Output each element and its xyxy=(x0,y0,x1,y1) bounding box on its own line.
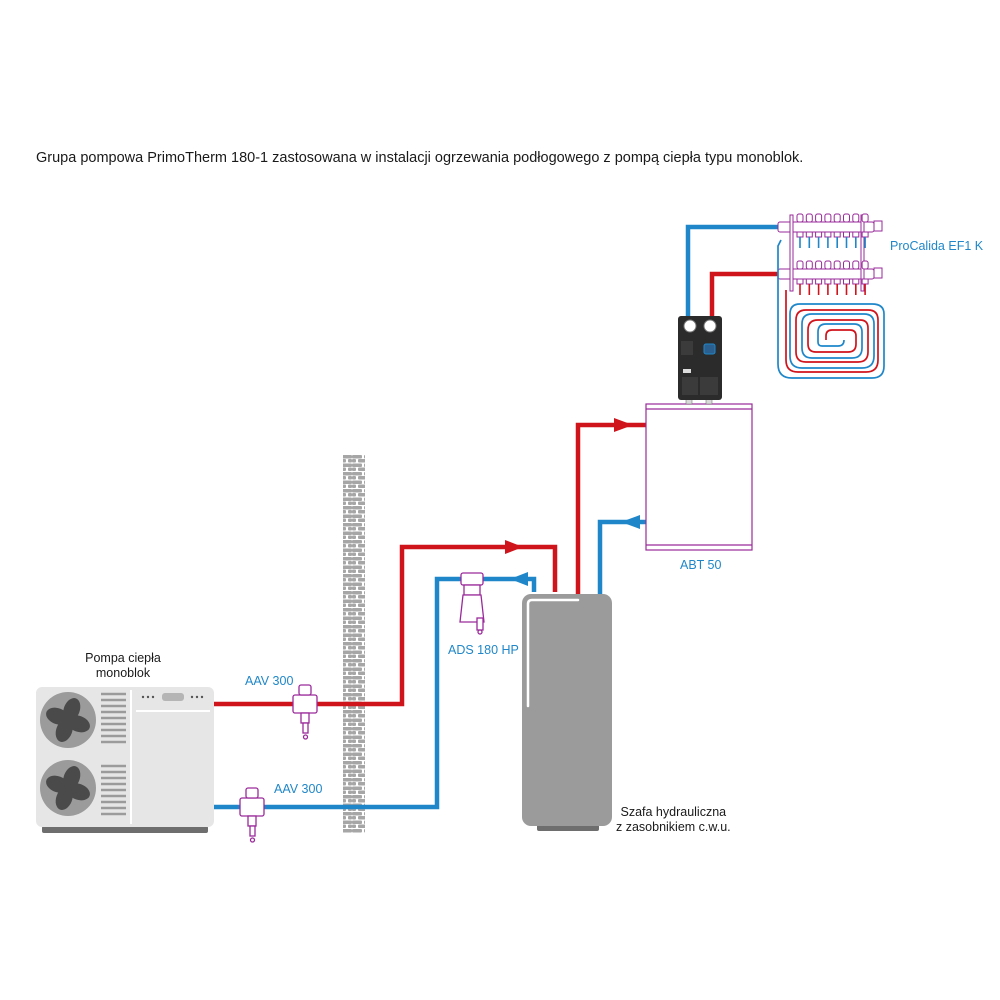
manifold-port-fitting xyxy=(805,231,813,238)
dirt-separator-icon xyxy=(459,572,485,635)
manifold-port-fitting xyxy=(861,278,869,285)
underfloor-manifold-icon xyxy=(777,214,883,292)
manifold-port-valve xyxy=(796,260,804,270)
return-pipe-buffer xyxy=(597,519,646,594)
cabinet-label-line2: z zasobnikiem c.w.u. xyxy=(616,820,731,834)
manifold-port-fitting xyxy=(843,231,850,238)
manifold-port-valve xyxy=(843,213,850,223)
diagram-caption: Grupa pompowa PrimoTherm 180-1 zastosowa… xyxy=(36,150,804,166)
manifold-port-valve xyxy=(861,260,869,270)
manifold-port-fitting xyxy=(843,278,850,285)
manifold-port-valve xyxy=(805,260,813,270)
manifold-port-fitting xyxy=(861,231,869,238)
cabinet-label: Szafa hydrauliczna z zasobnikiem c.w.u. xyxy=(616,805,731,835)
brick-wall-icon xyxy=(343,455,365,833)
manifold-port-fitting xyxy=(852,278,860,285)
flow-arrow-buffer-supply xyxy=(614,418,633,432)
separator-label: ADS 180 HP xyxy=(448,643,519,657)
fan-icon xyxy=(40,760,96,816)
manifold-port-fitting xyxy=(796,278,804,285)
anti-freeze-valve-icon xyxy=(239,787,265,843)
heat-pump-label: Pompa ciepła monoblok xyxy=(60,651,186,681)
anti-freeze-valve-icon xyxy=(292,684,318,740)
valve-supply-label: AAV 300 xyxy=(245,674,294,688)
heat-pump-label-line2: monoblok xyxy=(95,666,151,680)
supply-pipe-buffer xyxy=(575,422,646,594)
manifold-port-fitting xyxy=(824,278,832,285)
manifold-port-fitting xyxy=(815,231,823,238)
hydraulic-cabinet-icon xyxy=(522,594,612,831)
manifold-port-fitting xyxy=(805,278,813,285)
cabinet-label-line1: Szafa hydrauliczna xyxy=(620,805,727,819)
supply-pipe-manifold xyxy=(709,271,780,318)
manifold-port-fitting xyxy=(852,231,860,238)
buffer-tank-label: ABT 50 xyxy=(680,558,722,572)
return-pipe-heatpump xyxy=(212,576,537,810)
manifold-label: ProCalida EF1 K xyxy=(890,239,984,253)
heat-pump-label-line1: Pompa ciepła xyxy=(85,651,161,665)
flow-arrow-supply xyxy=(505,540,523,554)
manifold-port-fitting xyxy=(824,231,832,238)
manifold-port-fitting xyxy=(833,278,841,285)
heat-pump-icon xyxy=(36,687,214,833)
fan-icon xyxy=(40,692,96,748)
flow-arrow-buffer-return xyxy=(621,515,640,529)
manifold-port-fitting xyxy=(833,231,841,238)
pump-group-icon xyxy=(678,316,722,405)
manifold-port-fitting xyxy=(796,231,804,238)
supply-pipe-heatpump xyxy=(212,544,558,707)
manifold-port-valve xyxy=(805,213,813,223)
manifold-port-valve xyxy=(796,213,804,223)
manifold-port-valve xyxy=(852,213,860,223)
manifold-port-valve xyxy=(852,260,860,270)
valve-return-label: AAV 300 xyxy=(274,782,323,796)
return-pipe-manifold xyxy=(685,224,780,318)
buffer-tank-icon xyxy=(645,403,753,551)
manifold-port-valve xyxy=(815,260,823,270)
manifold-port-fitting xyxy=(815,278,823,285)
manifold-port-valve xyxy=(843,260,850,270)
manifold-port-valve xyxy=(833,213,841,223)
manifold-port-valve xyxy=(833,260,841,270)
manifold-port-valve xyxy=(815,213,823,223)
manifold-port-valve xyxy=(824,213,832,223)
flow-arrow-return xyxy=(510,572,528,586)
floor-heating-loop-icon xyxy=(777,239,885,379)
manifold-port-valve xyxy=(861,213,869,223)
manifold-port-valve xyxy=(824,260,832,270)
